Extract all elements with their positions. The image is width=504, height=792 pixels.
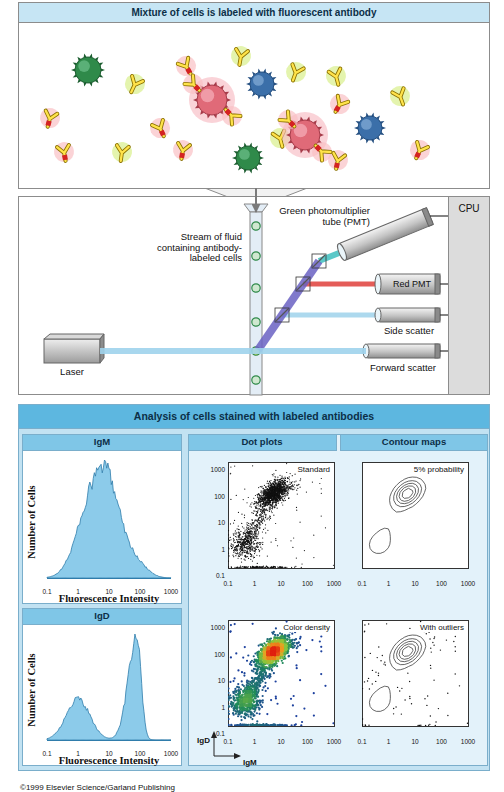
figure: Mixture of cells is labeled with fluores…	[0, 0, 504, 792]
